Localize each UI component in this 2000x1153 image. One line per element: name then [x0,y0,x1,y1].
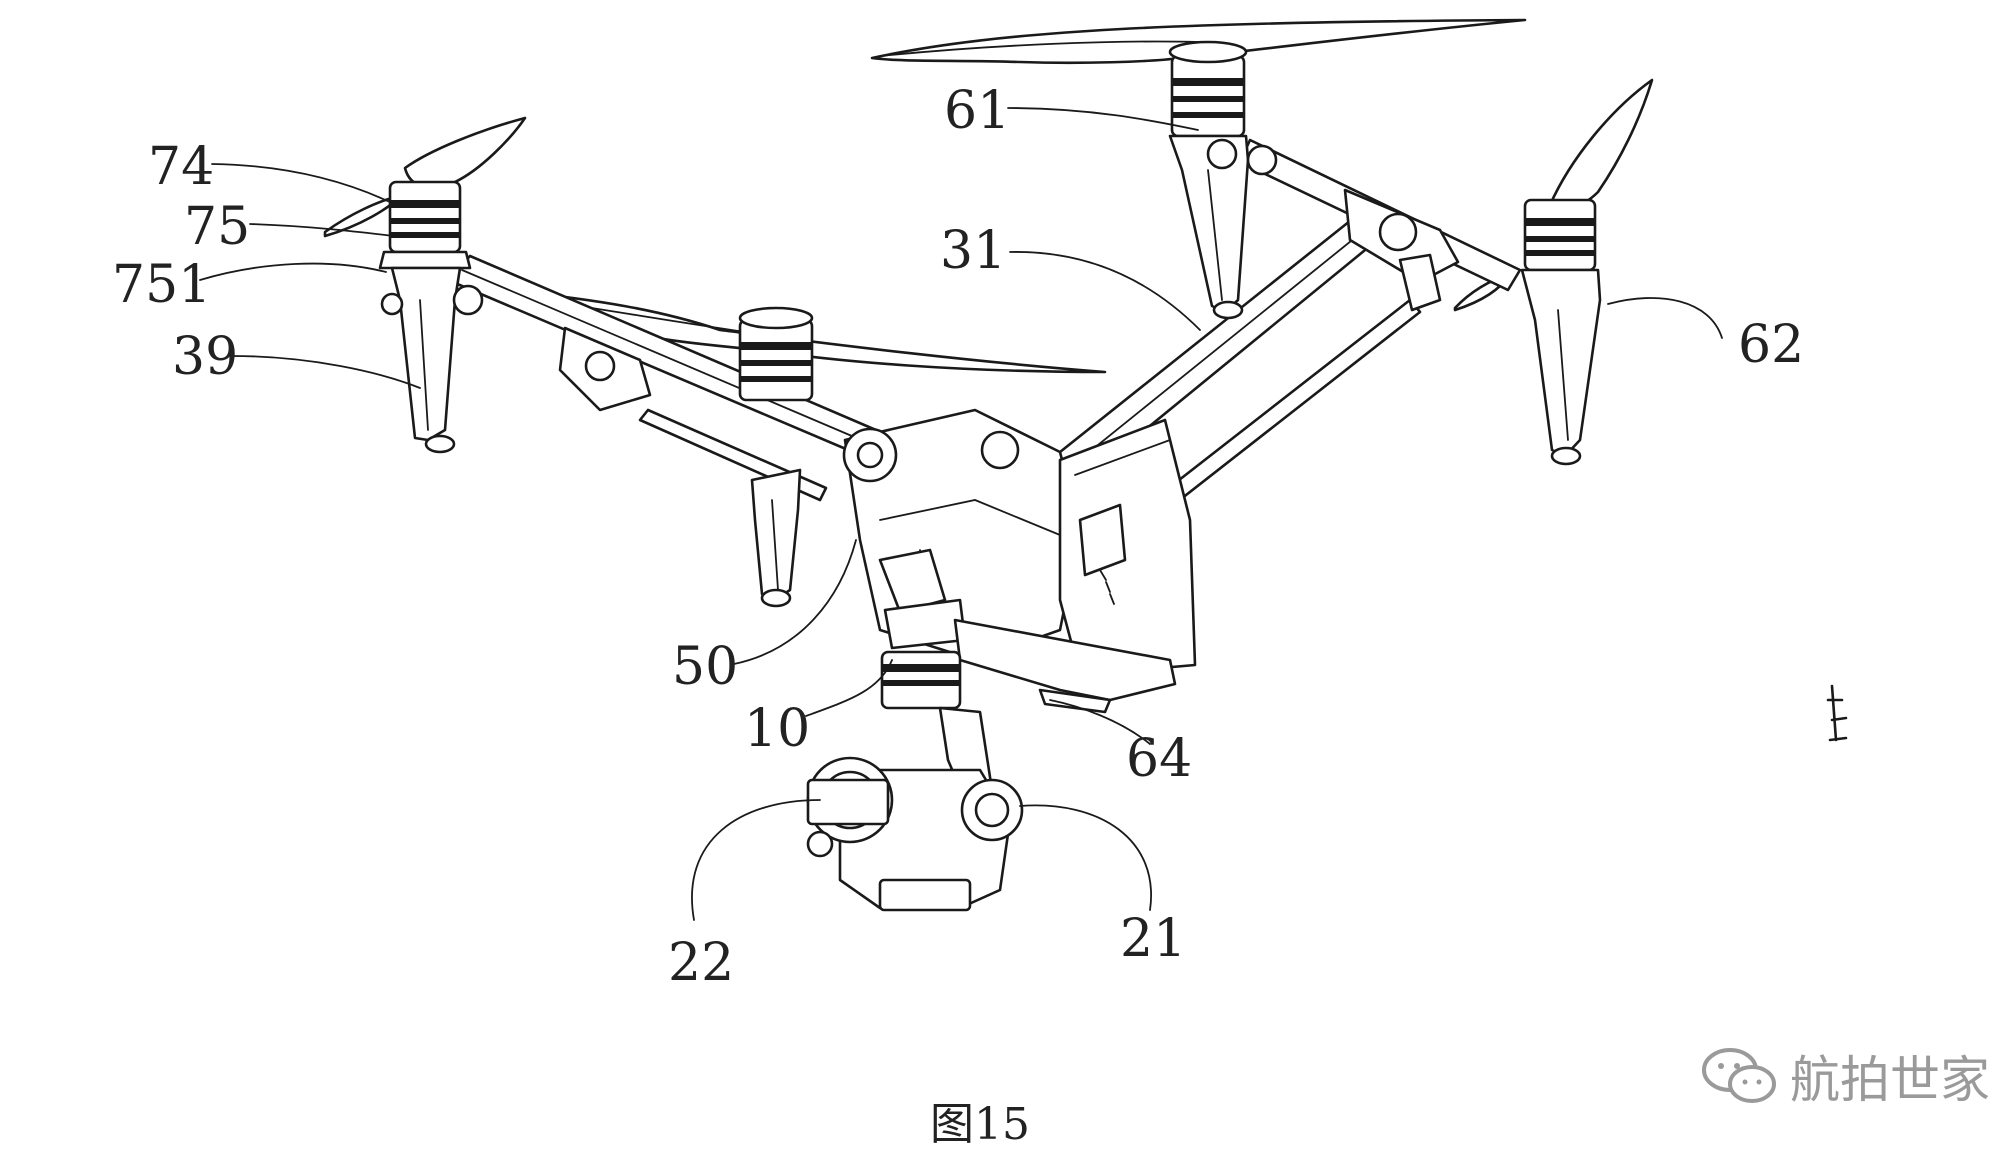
leader-64 [1049,699,1151,745]
watermark: 航拍世家 [1700,1040,1990,1112]
leader-74 [211,163,395,205]
motor-back-right [1168,40,1248,138]
label-39: 39 [172,327,238,387]
leader-10 [805,659,893,717]
leg-front-left [750,468,802,608]
central-body [842,408,1082,662]
stray-mark [1826,684,1848,742]
label-75: 75 [184,197,250,257]
leader-751 [199,262,387,281]
wechat-icon [1702,1048,1776,1103]
leader-61 [1007,107,1199,131]
figure-caption: 图15 [930,1099,1030,1150]
label-50: 50 [672,637,738,697]
leader-39 [231,355,421,389]
gimbal-mount [880,650,994,802]
camera [806,756,1024,912]
arm-joint-right [1343,188,1460,312]
motor-left [378,180,472,270]
watermark-text: 航拍世家 [1790,1051,1990,1109]
leader-62 [1607,297,1723,339]
label-21: 21 [1120,909,1186,969]
leader-22 [691,799,821,921]
label-74: 74 [148,137,214,197]
label-22: 22 [668,933,734,993]
motor-front-left [738,306,814,402]
leader-31 [1009,251,1201,331]
leg-back-right [1168,134,1278,320]
leg-right [1520,268,1602,466]
label-751: 751 [112,255,211,315]
leader-50 [733,539,857,665]
label-31: 31 [940,221,1006,281]
motor-right [1523,198,1597,272]
label-64: 64 [1126,729,1192,789]
label-61: 61 [944,81,1010,141]
leader-21 [1019,804,1152,911]
battery-module [1058,418,1197,677]
arm-joint-left [558,326,652,412]
leader-75 [249,223,395,237]
label-62: 62 [1738,315,1804,375]
label-10: 10 [744,699,810,759]
leg-left [380,266,484,454]
